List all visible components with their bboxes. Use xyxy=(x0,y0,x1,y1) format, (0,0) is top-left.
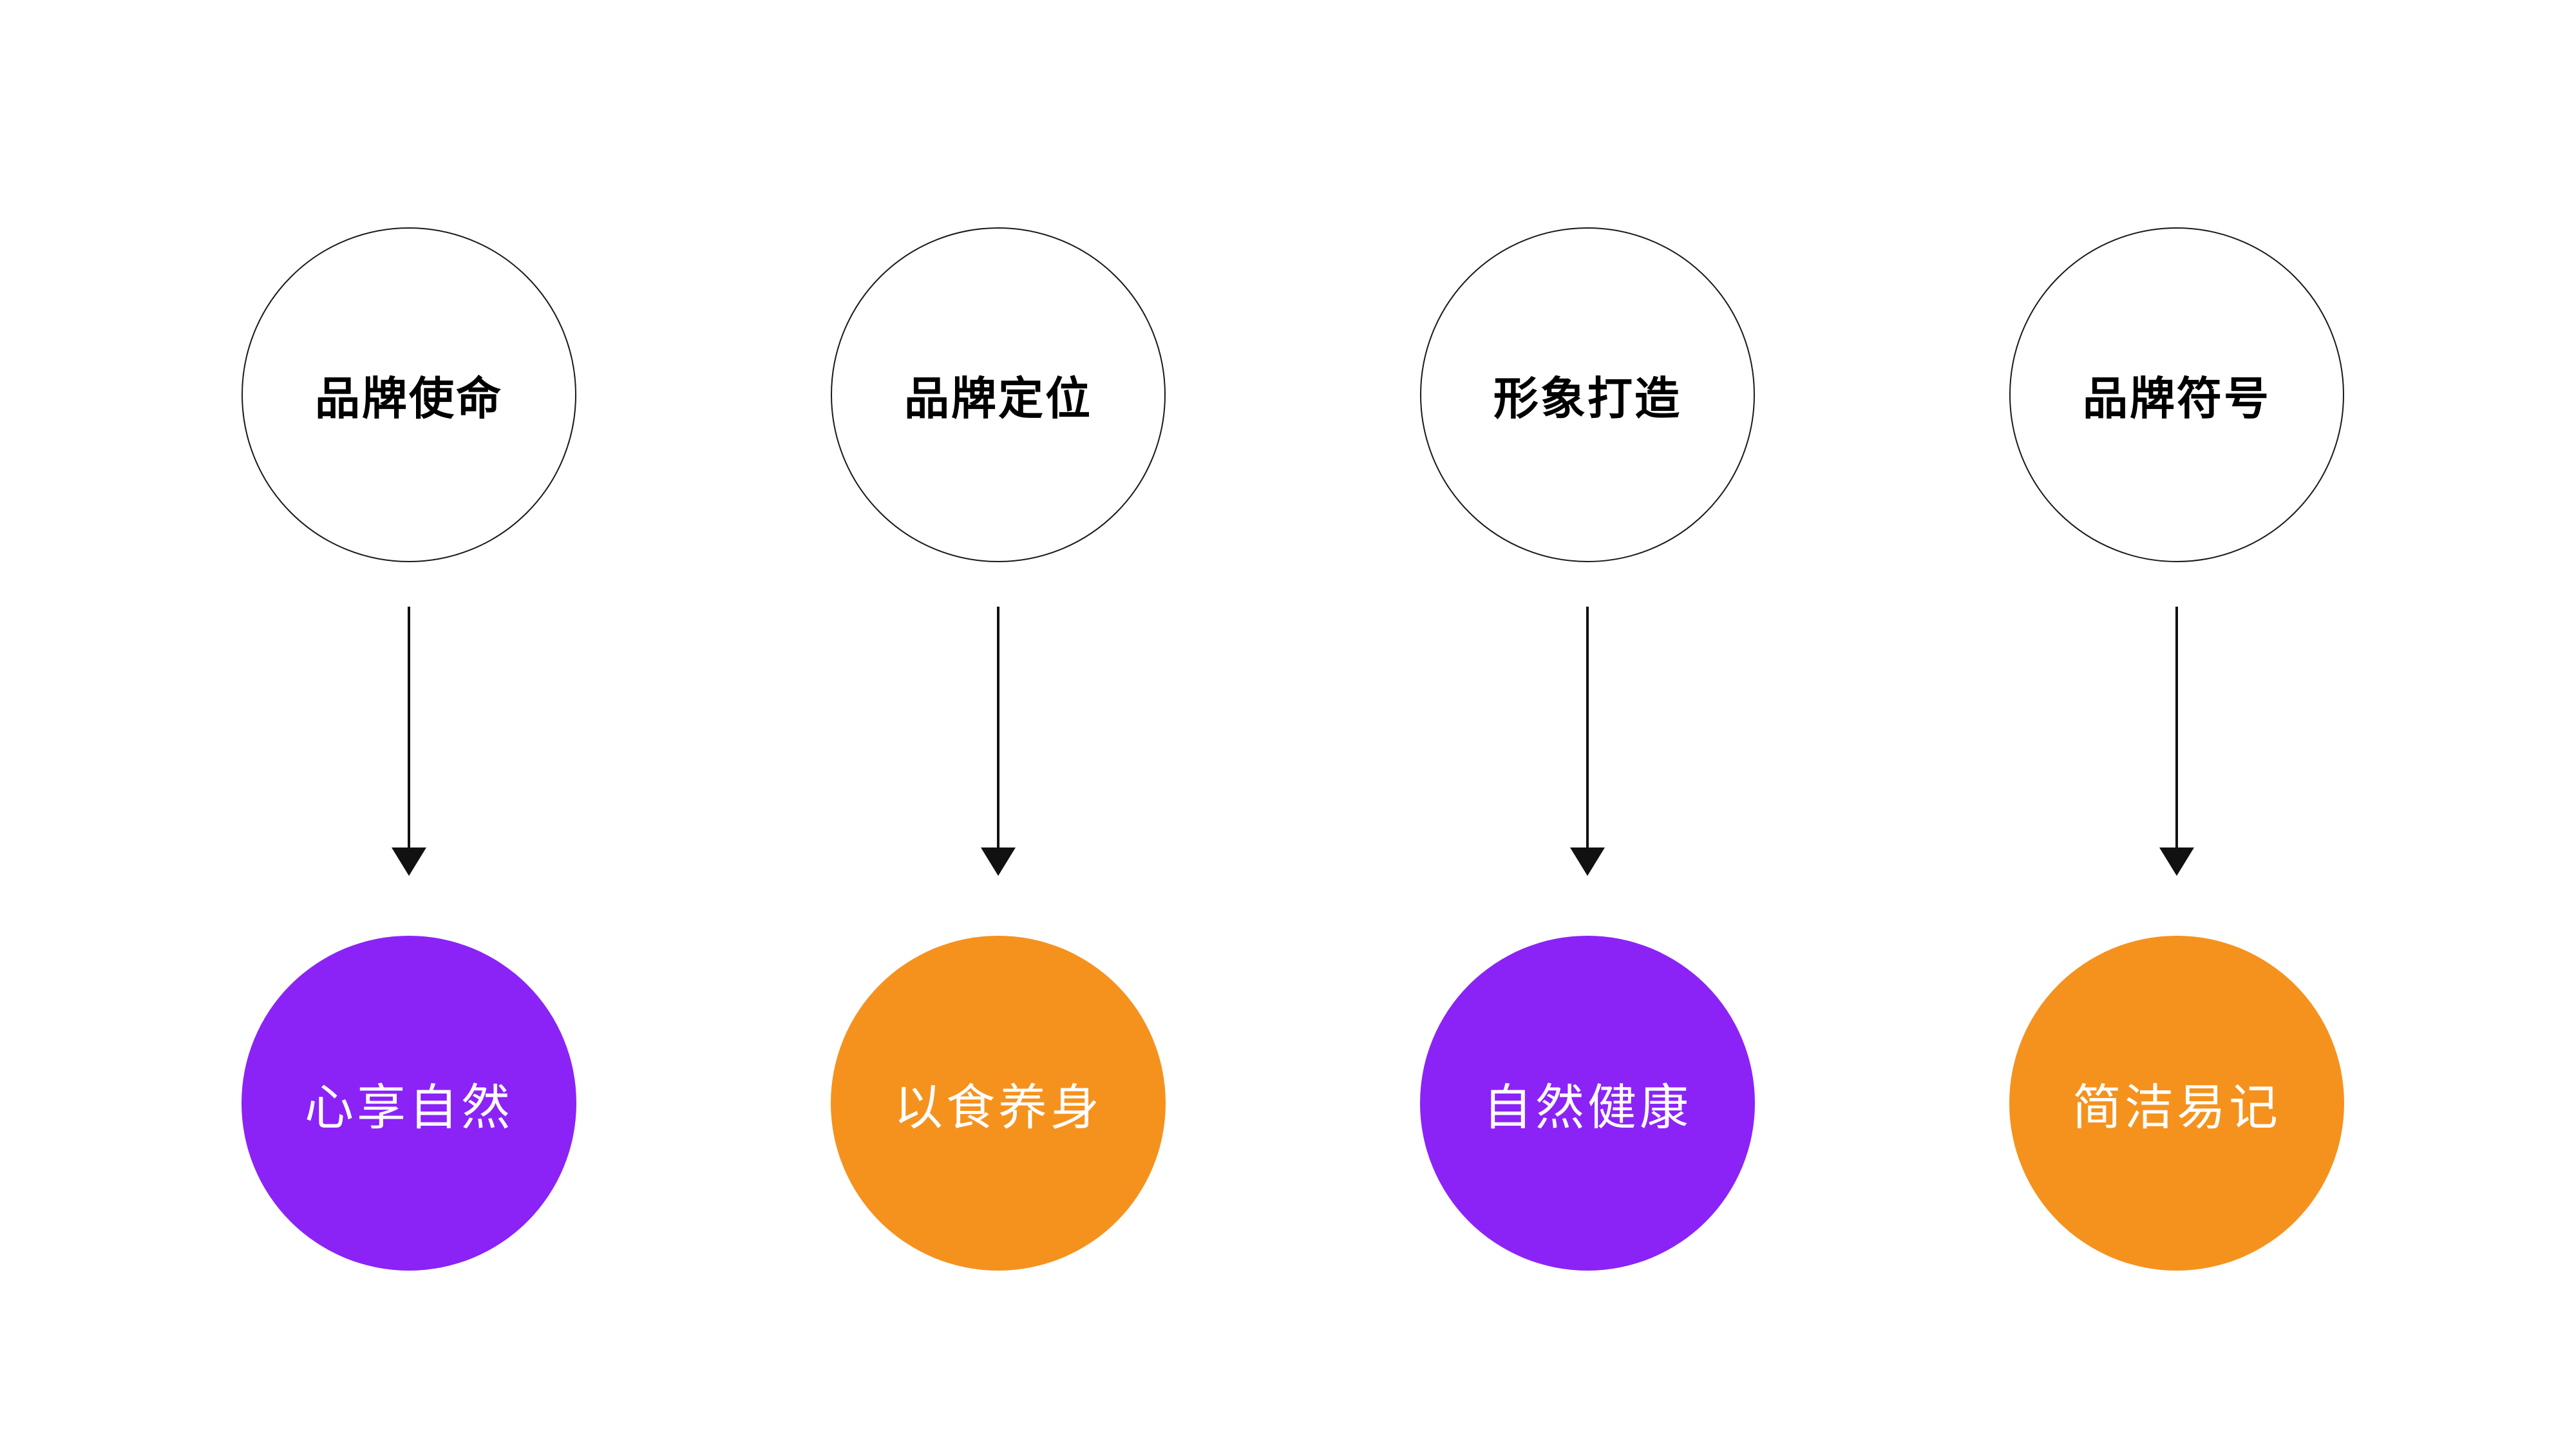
arrow-head xyxy=(392,848,426,876)
arrow-head xyxy=(981,848,1016,876)
top-circle: 形象打造 xyxy=(1420,227,1755,562)
down-arrow-icon xyxy=(1420,607,1755,877)
arrow-shaft xyxy=(408,607,410,849)
down-arrow-icon xyxy=(2009,607,2344,877)
bottom-circle-label: 心享自然 xyxy=(305,1079,513,1136)
diagram-column-2: 品牌定位 以食养身 xyxy=(831,0,1166,1449)
diagram-column-1: 品牌使命 心享自然 xyxy=(242,0,576,1449)
top-circle-label: 形象打造 xyxy=(1493,372,1681,425)
arrow-shaft xyxy=(997,607,999,849)
bottom-circle-label: 简洁易记 xyxy=(2072,1079,2281,1136)
bottom-circle: 自然健康 xyxy=(1420,936,1755,1271)
bottom-circle: 心享自然 xyxy=(242,936,576,1271)
diagram-column-3: 形象打造 自然健康 xyxy=(1420,0,1755,1449)
top-circle-label: 品牌符号 xyxy=(2083,372,2271,425)
diagram-column-4: 品牌符号 简洁易记 xyxy=(2009,0,2344,1449)
arrow-head xyxy=(2159,848,2194,876)
bottom-circle: 以食养身 xyxy=(831,936,1166,1271)
bottom-circle-label: 以食养身 xyxy=(894,1079,1103,1136)
top-circle-label: 品牌定位 xyxy=(904,372,1092,425)
down-arrow-icon xyxy=(242,607,576,877)
top-circle: 品牌定位 xyxy=(831,227,1166,562)
arrow-shaft xyxy=(2175,607,2178,849)
arrow-shaft xyxy=(1586,607,1589,849)
top-circle: 品牌使命 xyxy=(242,227,576,562)
top-circle-label: 品牌使命 xyxy=(315,372,503,425)
arrow-head xyxy=(1570,848,1605,876)
bottom-circle-label: 自然健康 xyxy=(1483,1079,1692,1136)
top-circle: 品牌符号 xyxy=(2009,227,2344,562)
down-arrow-icon xyxy=(831,607,1166,877)
bottom-circle: 简洁易记 xyxy=(2009,936,2344,1271)
